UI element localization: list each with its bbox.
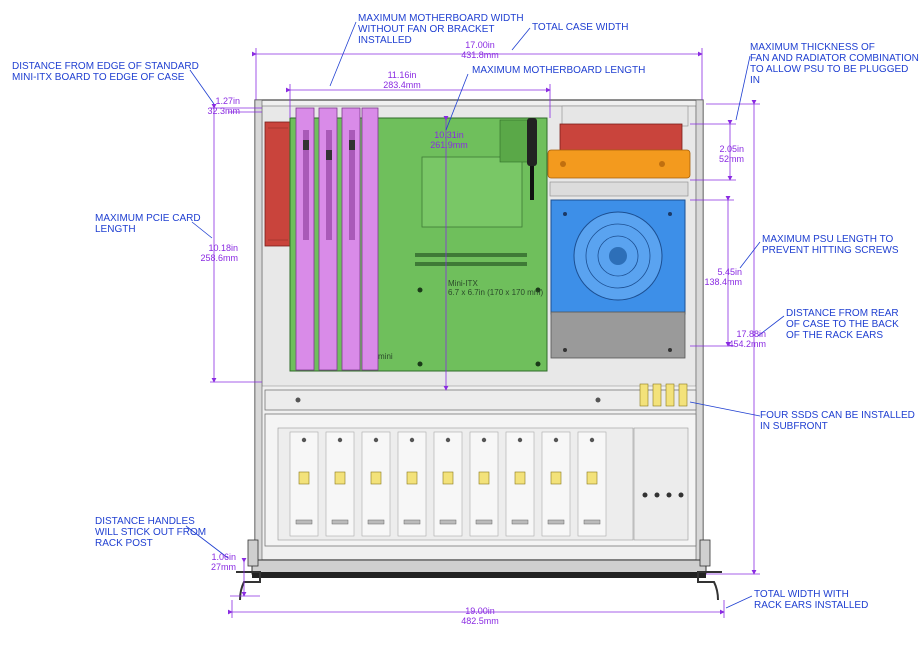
drive-bay-screw <box>337 437 343 443</box>
drive-bay-latch <box>370 471 382 485</box>
dim-fan-thickness: 2.05in 52mm <box>718 144 744 164</box>
drive-bay-screw <box>589 437 595 443</box>
board-label: Mini-ITX 6.7 x 6.7in (170 x 170 mm) <box>448 279 544 297</box>
drive-bay-latch <box>334 471 346 485</box>
callout-mb-width: MAXIMUM MOTHERBOARD WIDTH WITHOUT FAN OR… <box>358 13 524 46</box>
drive-bay-screw <box>373 437 379 443</box>
dim-total-width: 19.00in 482.5mm <box>461 606 499 626</box>
drive-bay-latch <box>586 471 598 485</box>
drive-bay-latch <box>514 471 526 485</box>
drive-bay-screw <box>553 437 559 443</box>
drive-bay-latch <box>442 471 454 485</box>
front-drive-bays <box>264 413 697 547</box>
drive-bay-rail <box>583 519 601 525</box>
pcie-cards <box>295 107 379 371</box>
callout-pcie-length: MAXIMUM PCIe CARD LENGTH <box>95 213 201 235</box>
dim-mb-length: 10.31in 261.9mm <box>430 130 468 150</box>
dim-pcie-length: 10.18in 258.6mm <box>200 243 238 263</box>
dim-mb-width: 11.16in 283.4mm <box>383 70 421 90</box>
drive-bay-screw <box>445 437 451 443</box>
drive-bay-latch <box>550 471 562 485</box>
drive-bay-rail <box>475 519 493 525</box>
callout-ssd: FOUR SSDs CAN BE INSTALLED IN SUBFRONT <box>760 410 915 432</box>
callout-total-width-ears: TOTAL WIDTH WITH RACK EARS INSTALLED <box>754 589 869 611</box>
drive-bay-rail <box>295 519 313 525</box>
callout-mb-length: MAXIMUM MOTHERBOARD LENGTH <box>472 65 646 76</box>
divider-rail <box>264 389 697 411</box>
drive-bay-screw <box>409 437 415 443</box>
rack-ear-right <box>697 571 722 601</box>
drive-bay-rail <box>367 519 385 525</box>
callout-rear-distance: DISTANCE FROM REAR OF CASE TO THE BACK O… <box>786 308 899 341</box>
drive-bay-screw <box>301 437 307 443</box>
dim-case-width: 17.00in 431.8mm <box>461 40 499 60</box>
callout-handles: DISTANCE HANDLES WILL STICK OUT FROM RAC… <box>95 516 207 549</box>
dim-edge-gap: 1.27in 32.3mm <box>207 96 240 116</box>
callout-total-case-width: TOTAL CASE WIDTH <box>532 22 629 33</box>
callout-psu-length: MAXIMUM PSU LENGTH TO PREVENT HITTING SC… <box>762 234 899 256</box>
callout-fan-thickness: MAXIMUM THICKNESS OF FAN AND RADIATOR CO… <box>750 42 919 86</box>
drive-bay-rail <box>331 519 349 525</box>
leader-lines <box>185 21 785 609</box>
drive-bay-rail <box>511 519 529 525</box>
dimension-lines <box>210 48 760 618</box>
dim-handles: 1.06in 27mm <box>210 552 236 572</box>
drive-bay-rail <box>439 519 457 525</box>
psu <box>549 181 689 359</box>
front-bezel <box>251 559 707 575</box>
callout-edge-distance: DISTANCE FROM EDGE OF STANDARD MINI-ITX … <box>12 61 199 83</box>
drive-bay-latch <box>406 471 418 485</box>
drive-bay-latch <box>478 471 490 485</box>
dim-psu-length: 5.45in 138.4mm <box>704 267 742 287</box>
card-text: mini <box>378 352 393 361</box>
drive-bay-rail <box>547 519 565 525</box>
drive-bay-rail <box>403 519 421 525</box>
drive-bay-latch <box>298 471 310 485</box>
drive-bay-screw <box>517 437 523 443</box>
dim-rear-distance: 17.88in 454.2mm <box>728 329 766 349</box>
radiator-assembly <box>547 105 691 179</box>
drive-bay-screw <box>481 437 487 443</box>
antenna-cable <box>527 118 537 166</box>
